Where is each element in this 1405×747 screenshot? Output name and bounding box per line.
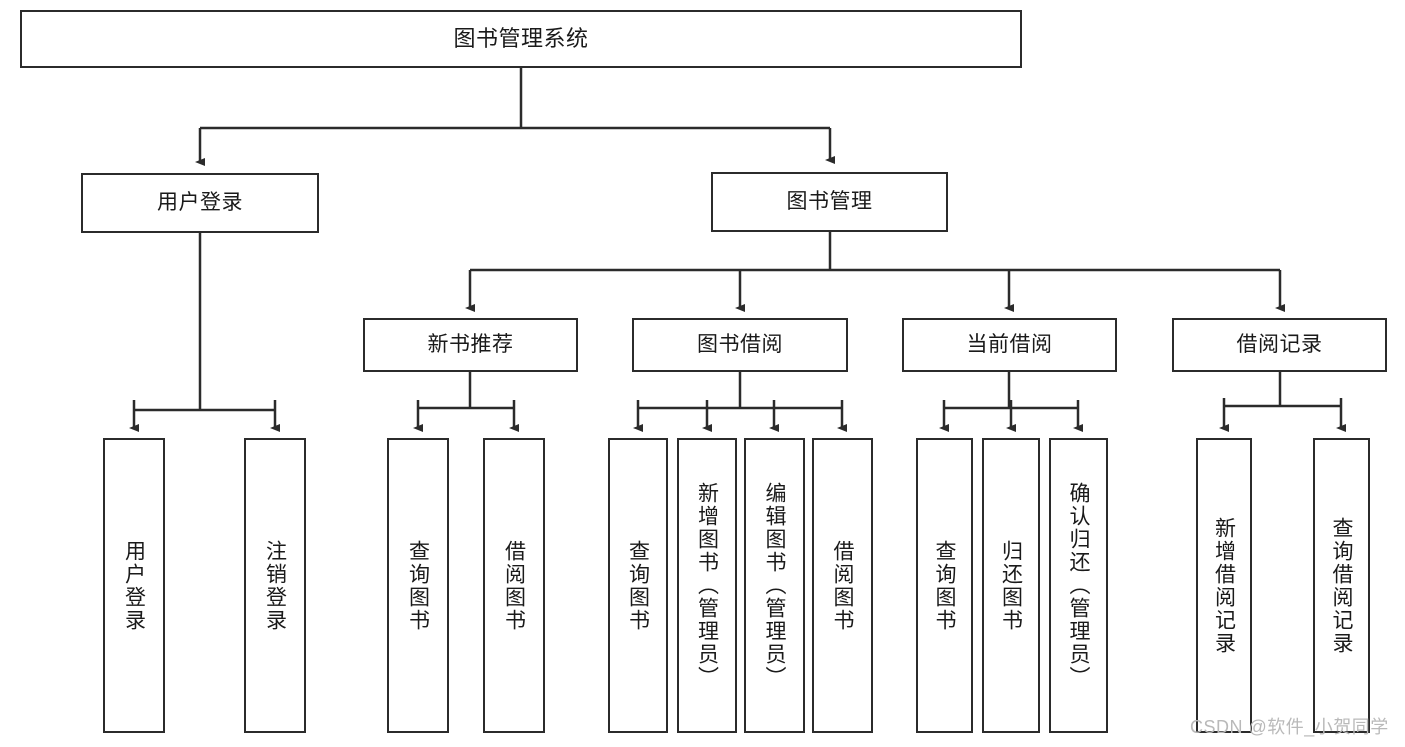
leaf-borrow-book[interactable]: 借阅图书	[812, 438, 873, 733]
node-book-management[interactable]: 图书管理	[711, 172, 948, 232]
leaf-logout[interactable]: 注销登录	[244, 438, 306, 733]
node-root-label: 图书管理系统	[453, 25, 589, 51]
leaf-borrow-book-newrec[interactable]: 借阅图书	[483, 438, 545, 733]
leaf-add-borrow-record[interactable]: 新增借阅记录	[1196, 438, 1252, 733]
leaf-return-book-label: 归还图书	[999, 539, 1023, 632]
leaf-logout-label: 注销登录	[263, 539, 287, 632]
leaf-query-book-newrec-label: 查询图书	[406, 539, 430, 632]
node-current-borrow-label: 当前借阅	[966, 333, 1053, 357]
csdn-watermark: CSDN @软件_小贺同学	[1190, 717, 1389, 737]
node-book-management-label: 图书管理	[786, 190, 873, 214]
leaf-add-book-admin-label: 新增图书（管理员）	[695, 482, 719, 689]
leaf-query-book-borrow-label: 查询图书	[626, 539, 650, 632]
node-user-login[interactable]: 用户登录	[81, 173, 319, 233]
leaf-add-borrow-record-label: 新增借阅记录	[1212, 516, 1236, 655]
leaf-return-book[interactable]: 归还图书	[982, 438, 1040, 733]
leaf-borrow-book-label: 借阅图书	[831, 539, 854, 632]
node-root[interactable]: 图书管理系统	[20, 10, 1022, 68]
leaf-confirm-return-admin-label: 确认归还（管理员）	[1067, 482, 1090, 689]
leaf-query-book-current[interactable]: 查询图书	[916, 438, 973, 733]
node-borrow-record[interactable]: 借阅记录	[1172, 318, 1387, 372]
leaf-query-book-newrec[interactable]: 查询图书	[387, 438, 449, 733]
leaf-edit-book-admin[interactable]: 编辑图书（管理员）	[744, 438, 805, 733]
leaf-borrow-book-newrec-label: 借阅图书	[502, 539, 526, 632]
node-user-login-label: 用户登录	[157, 191, 243, 215]
node-new-book-recommend[interactable]: 新书推荐	[363, 318, 578, 372]
node-book-borrow-label: 图书借阅	[697, 333, 783, 357]
leaf-edit-book-admin-label: 编辑图书（管理员）	[763, 482, 786, 689]
leaf-add-book-admin[interactable]: 新增图书（管理员）	[677, 438, 737, 733]
leaf-query-book-borrow[interactable]: 查询图书	[608, 438, 668, 733]
leaf-user-login-label: 用户登录	[122, 539, 146, 632]
leaf-query-borrow-record-label: 查询借阅记录	[1330, 516, 1353, 655]
node-borrow-record-label: 借阅记录	[1236, 333, 1323, 357]
node-new-book-recommend-label: 新书推荐	[427, 333, 514, 357]
node-current-borrow[interactable]: 当前借阅	[902, 318, 1117, 372]
leaf-user-login[interactable]: 用户登录	[103, 438, 165, 733]
node-book-borrow[interactable]: 图书借阅	[632, 318, 848, 372]
leaf-confirm-return-admin[interactable]: 确认归还（管理员）	[1049, 438, 1108, 733]
leaf-query-book-current-label: 查询图书	[933, 539, 956, 632]
leaf-query-borrow-record[interactable]: 查询借阅记录	[1313, 438, 1370, 733]
